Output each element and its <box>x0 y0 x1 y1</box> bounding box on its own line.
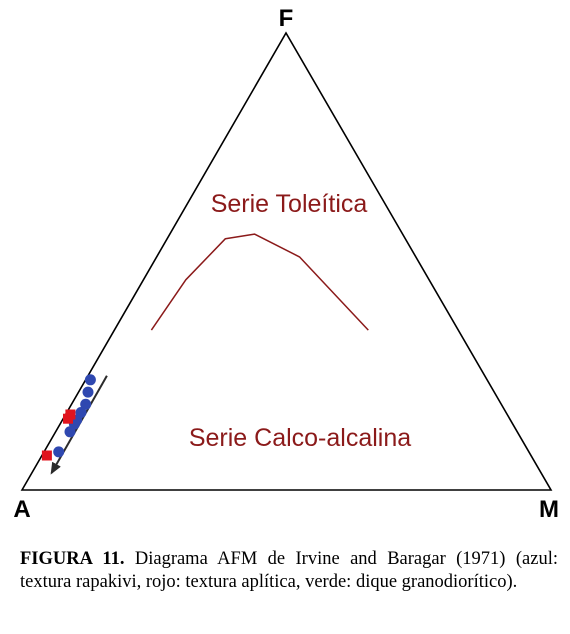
field-label-tholeiitic: Serie Toleítica <box>211 190 368 218</box>
figure-caption: FIGURA 11. Diagrama AFM de Irvine and Ba… <box>20 548 558 594</box>
data-point-circle <box>84 374 96 386</box>
ternary-triangle-outline <box>20 31 553 491</box>
data-point-circle <box>82 386 94 398</box>
data-point-circle <box>80 398 92 410</box>
vertex-label-m: M <box>539 496 559 523</box>
vertex-label-a: A <box>13 496 30 523</box>
frame-layer <box>20 31 553 491</box>
point-layer <box>41 374 96 461</box>
data-point-square <box>41 450 52 461</box>
field-label-calc-alkaline: Serie Calco-alcalina <box>189 424 411 452</box>
data-point-circle <box>64 426 76 438</box>
series-red-squares <box>41 409 76 461</box>
caption-label: FIGURA 11. <box>20 549 125 569</box>
series-boundary-line <box>150 233 369 331</box>
data-point-square <box>63 413 73 424</box>
caption-text: Diagrama AFM de Irvine and Baragar (1971… <box>20 549 558 592</box>
vertex-label-f: F <box>279 5 294 32</box>
data-point-circle <box>53 446 65 458</box>
series-blue-circles <box>53 374 96 458</box>
